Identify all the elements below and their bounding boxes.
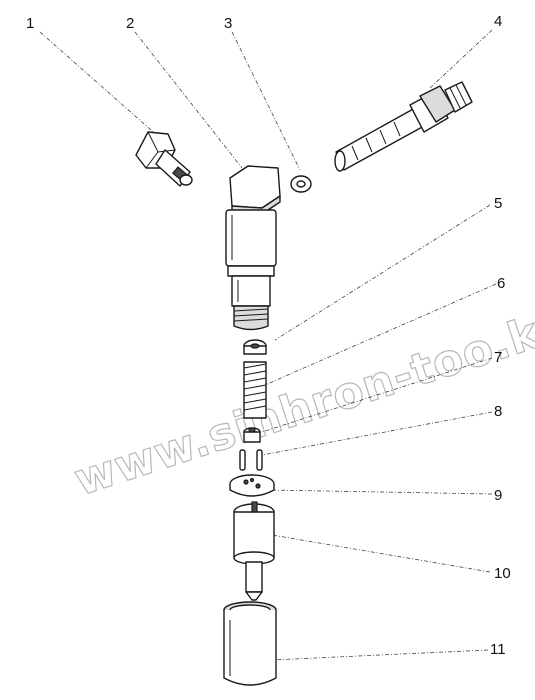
callout-4: 4 [494,13,502,30]
callout-10: 10 [494,565,511,582]
leader-6 [264,283,497,386]
leader-9 [267,489,493,495]
leader-2 [134,31,243,169]
callout-9: 9 [494,487,502,504]
callout-5: 5 [494,195,502,212]
intermediate-disc-part [229,474,275,497]
inlet-connector-part [334,81,473,172]
leader-7 [261,357,493,433]
leader-5 [274,204,491,341]
callout-6: 6 [497,275,505,292]
pressure-pin-part [243,427,261,443]
callout-labels: 1 2 3 4 5 6 7 8 9 10 11 [26,13,511,658]
leader-3 [231,31,301,171]
nozzle-holder-body-part [225,165,281,331]
banjo-bolt-part [135,131,193,187]
callout-2: 2 [126,15,134,32]
watermark-text: www.sinhron-too.kz [68,299,535,506]
dowel-pins-part [239,449,263,471]
callout-1: 1 [26,15,34,32]
sealing-washer-part [290,175,312,193]
pressure-spring-part [243,361,267,419]
callout-3: 3 [224,15,232,32]
callout-8: 8 [494,403,502,420]
nozzle-retaining-nut-part [223,601,277,686]
leader-10 [271,534,491,573]
nozzle-part [233,501,275,601]
leader-lines [39,29,497,661]
spring-seat-part [243,339,267,355]
leader-1 [39,31,161,139]
callout-11: 11 [490,641,506,658]
callout-7: 7 [494,349,502,366]
leader-8 [261,411,493,456]
leader-11 [271,649,489,661]
leader-4 [429,29,493,89]
